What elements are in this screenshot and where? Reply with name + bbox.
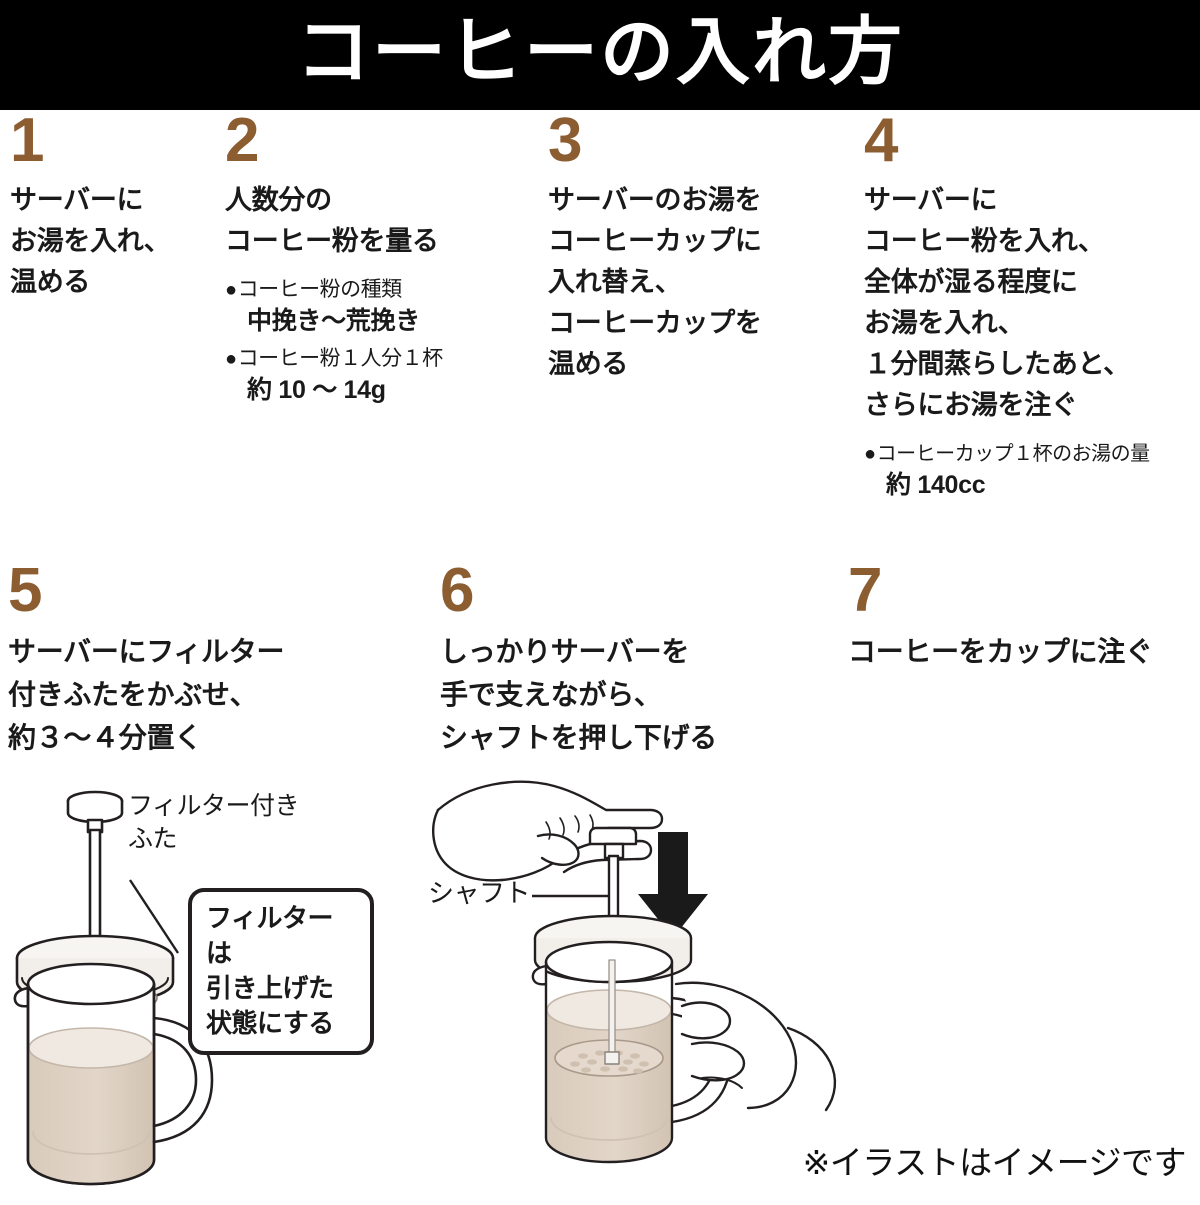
- note-value: 中挽き〜荒挽き: [247, 307, 420, 335]
- step-number-7: 7: [848, 556, 883, 625]
- step-text-line: さらにお湯を注ぐ: [864, 390, 1078, 420]
- label-filter-lid-line2: ふた: [128, 825, 178, 853]
- step-text-line: コーヒー粉を量る: [225, 226, 439, 256]
- note-value: 約 10 〜 14g: [247, 376, 386, 404]
- note-item: ●コーヒー粉１人分１杯 約 10 〜 14g: [225, 344, 545, 407]
- step-number-1: 1: [10, 106, 45, 175]
- step-text-2: 人数分の コーヒー粉を量る: [225, 180, 545, 262]
- step-text-line: 付きふたをかぶせ、: [8, 679, 258, 710]
- step-text-line: 手で支えながら、: [440, 679, 662, 710]
- step-text-3: サーバーのお湯を コーヒーカップに 入れ替え、 コーヒーカップを 温める: [548, 180, 858, 385]
- step-text-line: 温める: [10, 267, 91, 297]
- illustration-disclaimer: ※イラストはイメージです: [802, 1144, 1187, 1181]
- label-filter-lid-line1: フィルター付き: [128, 792, 300, 820]
- step-column-5: 5 サーバーにフィルター 付きふたをかぶせ、 約３〜４分置く: [8, 556, 428, 759]
- note-value: 約 140cc: [886, 471, 986, 499]
- step-column-7: 7 コーヒーをカップに注ぐ: [848, 556, 1200, 673]
- note-heading-text: コーヒーカップ１杯のお湯の量: [876, 443, 1151, 465]
- note-heading: ●コーヒー粉の種類: [225, 275, 545, 305]
- step-text-1: サーバーに お湯を入れ、 温める: [10, 180, 215, 303]
- bullet-dot-icon: ●: [225, 348, 237, 370]
- step-column-6: 6 しっかりサーバーを 手で支えながら、 シャフトを押し下げる: [440, 556, 830, 759]
- step-number-5: 5: [8, 556, 43, 625]
- step-text-line: サーバーのお湯を: [548, 185, 762, 215]
- step-text-line: サーバーに: [10, 185, 144, 215]
- step-text-line: お湯を入れ、: [864, 308, 1025, 338]
- step-text-line: 入れ替え、: [548, 267, 682, 297]
- step-text-line: １分間蒸らしたあと、: [864, 349, 1130, 379]
- page-title: コーヒーの入れ方: [296, 10, 904, 93]
- bullet-dot-icon: ●: [864, 443, 876, 465]
- note-heading-text: コーヒー粉の種類: [237, 278, 403, 301]
- step-text-5: サーバーにフィルター 付きふたをかぶせ、 約３〜４分置く: [8, 630, 428, 759]
- label-shaft: シャフト: [428, 878, 531, 908]
- step-notes-2: ●コーヒー粉の種類 中挽き〜荒挽き ●コーヒー粉１人分１杯 約 10 〜 14g: [225, 275, 545, 407]
- step-number-4: 4: [864, 106, 899, 175]
- note-item: ●コーヒー粉の種類 中挽き〜荒挽き: [225, 275, 545, 338]
- step-text-6: しっかりサーバーを 手で支えながら、 シャフトを押し下げる: [440, 630, 830, 759]
- step-text-line: お湯を入れ、: [10, 226, 171, 256]
- step-number-3: 3: [548, 106, 583, 175]
- callout-line: 状態にする: [206, 1008, 334, 1038]
- step-number-6: 6: [440, 556, 475, 625]
- step-text-line: 人数分の: [225, 185, 332, 215]
- title-bar: コーヒーの入れ方: [0, 0, 1200, 110]
- step-column-2: 2 人数分の コーヒー粉を量る ●コーヒー粉の種類 中挽き〜荒挽き ●コーヒー粉…: [225, 106, 545, 413]
- label-filter-lid: フィルター付き ふた: [128, 790, 300, 856]
- step-text-line: 全体が湿る程度に: [864, 267, 1078, 297]
- illustration-french-press-lid: フィルター付き ふた フィルターは 引き上げた 状態にする: [0, 770, 400, 1200]
- note-heading: ●コーヒーカップ１杯のお湯の量: [864, 439, 1200, 469]
- step-column-4: 4 サーバーに コーヒー粉を入れ、 全体が湿る程度に お湯を入れ、 １分間蒸らし…: [864, 106, 1200, 508]
- step-text-line: サーバーに: [864, 185, 998, 215]
- leader-line: [128, 879, 180, 954]
- note-heading-text: コーヒー粉１人分１杯: [237, 347, 444, 370]
- step-number-2: 2: [225, 106, 260, 175]
- step-text-line: 約３〜４分置く: [8, 722, 202, 753]
- step-column-1: 1 サーバーに お湯を入れ、 温める: [10, 106, 215, 303]
- step-notes-4: ●コーヒーカップ１杯のお湯の量 約 140cc: [864, 439, 1200, 502]
- step-text-7: コーヒーをカップに注ぐ: [848, 630, 1200, 673]
- step-text-line: コーヒーカップに: [548, 226, 762, 256]
- callout-line: 引き上げた: [206, 973, 334, 1003]
- callout-box-filter-raised: フィルターは 引き上げた 状態にする: [188, 888, 374, 1055]
- bullet-dot-icon: ●: [225, 279, 237, 301]
- step-text-line: コーヒーカップを: [548, 308, 762, 338]
- callout-line: フィルターは: [206, 903, 333, 968]
- step-text-4: サーバーに コーヒー粉を入れ、 全体が湿る程度に お湯を入れ、 １分間蒸らしたあ…: [864, 180, 1200, 426]
- illustration-press-shaft: シャフト: [420, 770, 850, 1200]
- step-column-3: 3 サーバーのお湯を コーヒーカップに 入れ替え、 コーヒーカップを 温める: [548, 106, 858, 385]
- step-text-line: サーバーにフィルター: [8, 636, 285, 667]
- step-text-line: コーヒーをカップに注ぐ: [848, 636, 1153, 667]
- step-text-line: コーヒー粉を入れ、: [864, 226, 1105, 256]
- step-text-line: 温める: [548, 349, 629, 379]
- step-text-line: シャフトを押し下げる: [440, 722, 718, 753]
- note-item: ●コーヒーカップ１杯のお湯の量 約 140cc: [864, 439, 1200, 502]
- step-text-line: しっかりサーバーを: [440, 636, 690, 667]
- note-heading: ●コーヒー粉１人分１杯: [225, 344, 545, 374]
